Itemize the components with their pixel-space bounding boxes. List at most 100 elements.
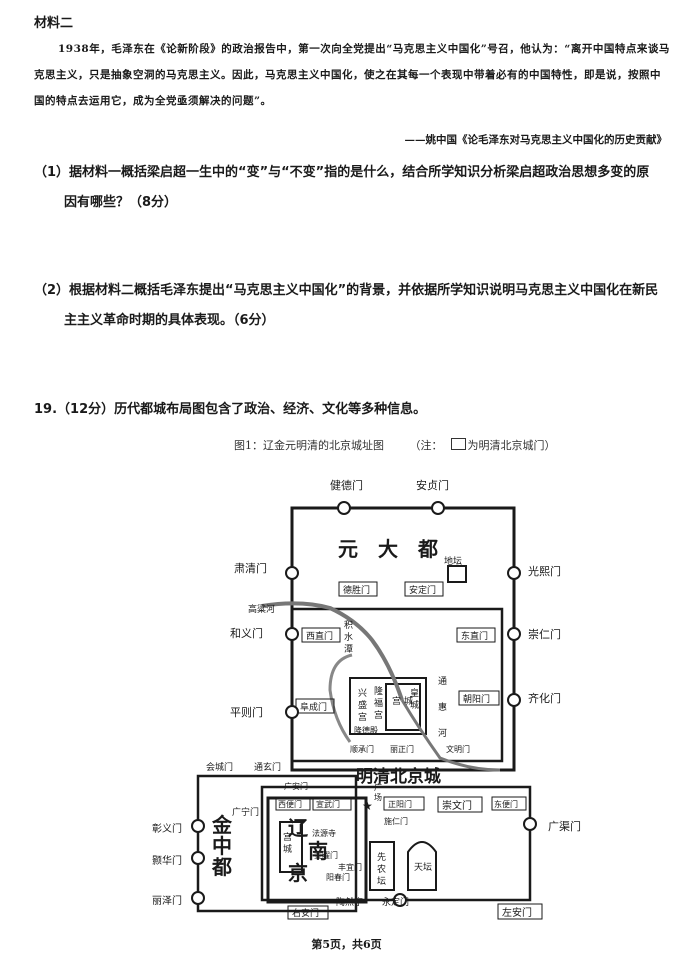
xingsheng-label-3: 宫 — [358, 711, 367, 723]
longde-hall-label: 隆德殿 — [354, 725, 378, 735]
pingze-gate-label: 平则门 — [230, 705, 263, 719]
gong-label-2: 城 — [283, 844, 292, 855]
question-19: 19.（12分）历代都城布局图包含了政治、经济、文化等多种信息。 — [34, 402, 427, 417]
chongren-gate-label: 崇仁门 — [528, 627, 561, 641]
yongding-gate-label: 永定门 — [382, 896, 409, 908]
desheng-gate-label: 德胜门 — [343, 584, 370, 596]
suqing-gate-label: 肃清门 — [234, 561, 267, 575]
chongwen-gate-box — [437, 796, 483, 813]
yangchun-gate-label: 阳春门 — [326, 872, 350, 882]
liao-name-2: 南 — [308, 839, 328, 863]
hanhua-gate-label: 颢华门 — [152, 854, 182, 867]
desheng-gate-box — [338, 581, 378, 597]
zuoan-gate-box — [497, 903, 543, 920]
tonghui-label-2: 惠 — [438, 701, 447, 713]
jishui-lake — [328, 653, 353, 743]
liao-palace — [279, 821, 303, 873]
guangan-gate-label: 广安门 — [284, 781, 308, 791]
liao-nanjing-wall — [266, 796, 368, 904]
qihua-gate-label: 齐化门 — [528, 691, 561, 705]
anding-gate-label: 安定门 — [409, 584, 436, 596]
lizheng-gate-label: 丽正门 — [390, 744, 414, 754]
longfu-label-1: 隆 — [374, 685, 383, 697]
map-caption: 图1：辽金元明清的北京城址图 （注：为明清北京城门） — [234, 437, 556, 453]
xingsheng-label-2: 盛 — [358, 699, 367, 711]
chongwen-gate-label: 崇文门 — [442, 799, 472, 812]
chaoyang-gate-label: 朝阳门 — [463, 693, 490, 705]
guangxi-gate-label: 光熙门 — [528, 564, 561, 578]
zhengyang-gate-label: 正阳门 — [388, 799, 412, 809]
chaoyang-gate-box — [458, 690, 500, 706]
liao-name-3: 京 — [288, 861, 308, 885]
xibian-gate-label: 西便门 — [278, 799, 302, 809]
question-2-line2: 主主义革命时期的具体表现。（6分） — [64, 313, 275, 328]
shiren-gate-label: 施仁门 — [384, 816, 408, 826]
fucheng-gate-box — [295, 698, 335, 714]
tiantan-label: 天坛 — [414, 862, 432, 873]
xiannong-label-3: 坛 — [377, 876, 386, 887]
material-text: 1938年，毛泽东在《论新阶段》的政治报告中，第一次向全党提出“马克思主义中国化… — [34, 43, 670, 107]
guangxi-gate-marker — [507, 566, 521, 580]
anzhen-gate-marker — [431, 501, 445, 515]
guangqu-gate-label: 广渠门 — [548, 819, 581, 833]
tiantan-altar — [407, 841, 437, 891]
hewen-gate-label: 和义门 — [230, 626, 263, 640]
lize-gate-label: 丽泽门 — [152, 894, 182, 907]
dongbian-gate-label: 东便门 — [494, 799, 518, 809]
taoran-pavilion-label: 陶然亭 — [336, 896, 363, 908]
liao-name-1: 辽 — [288, 816, 309, 840]
lize-gate-marker — [191, 891, 205, 905]
jiande-gate-marker — [337, 501, 351, 515]
tonghui-label-1: 通 — [438, 676, 447, 687]
question-2-line1: （2）根据材料二概括毛泽东提出“马克思主义中国化”的背景，并依据所学知识说明马克… — [34, 283, 659, 298]
question-1-line1: （1）据材料一概括梁启超一生中的“变”与“不变”指的是什么，结合所学知识分析梁启… — [34, 165, 650, 180]
ditan-label: 地坛 — [444, 555, 462, 567]
youan-gate-label: 右安门 — [292, 907, 319, 919]
fucheng-gate-label: 阜成门 — [300, 701, 327, 713]
yuan-dadu-name: 元 大 都 — [338, 537, 438, 561]
xiannong-label-2: 农 — [377, 863, 386, 875]
ming-inner-city-wall — [290, 607, 504, 763]
pingze-gate-marker — [285, 705, 299, 719]
material-paragraph: 1938年，毛泽东在《论新阶段》的政治报告中，第一次向全党提出“马克思主义中国化… — [34, 36, 670, 114]
jin-name-1: 金 — [211, 813, 233, 837]
guangchang-label-1: 广 — [374, 782, 382, 792]
page-footer: 第5页，共6页 — [311, 938, 382, 951]
qihua-gate-marker — [507, 693, 521, 707]
zhangyi-gate-marker — [191, 819, 205, 833]
tongxuan-gate-label: 通玄门 — [254, 761, 281, 773]
map-caption-title: 图1：辽金元明清的北京城址图 — [234, 439, 384, 452]
anding-gate-box — [404, 581, 444, 597]
question-2: （2）根据材料二概括毛泽东提出“马克思主义中国化”的背景，并依据所学知识说明马克… — [34, 276, 674, 336]
wenming-gate-label: 文明门 — [446, 744, 470, 754]
tonghui-river — [400, 699, 501, 772]
jishui-label-3: 潭 — [344, 644, 353, 655]
ming-qing-name: 明清北京城 — [356, 766, 441, 787]
xingsheng-label-1: 兴 — [358, 688, 367, 699]
dongzhi-gate-box — [456, 627, 496, 643]
palace-city — [385, 683, 421, 731]
zhengyang-gate-box — [383, 796, 425, 811]
huicheng-gate-label: 会城门 — [206, 761, 233, 773]
map-note-prefix: （注： — [409, 439, 443, 452]
jin-name-3: 都 — [211, 855, 232, 879]
gaoliang-river-label: 高粱河 — [248, 603, 275, 615]
guangchang-label-2: 场 — [374, 793, 382, 802]
jiande-gate-label: 健德门 — [330, 478, 363, 492]
youan-gate-box — [287, 905, 329, 920]
guangqu-gate-marker — [523, 817, 537, 831]
zuoan-gate-label: 左安门 — [502, 906, 532, 919]
dongzhi-gate-label: 东直门 — [461, 630, 488, 642]
gongcheng-label-2: 城 — [404, 696, 413, 707]
hewen-gate-marker — [285, 627, 299, 641]
gate-legend-box — [450, 438, 466, 450]
question-1: （1）据材料一概括梁启超一生中的“变”与“不变”指的是什么，结合所学知识分析梁启… — [34, 158, 674, 218]
guangning-gate-label: 广宁门 — [232, 806, 259, 818]
xibian-gate-box — [275, 796, 311, 811]
longfu-label-2: 福 — [374, 697, 383, 709]
material-source: ——姚中国《论毛泽东对马克思主义中国化的历史贡献》 — [404, 134, 668, 146]
xuanwu-gate-box — [312, 796, 352, 811]
zhangyi-gate-label: 彰义门 — [152, 822, 182, 835]
fayuan-temple-label: 法源寺 — [312, 828, 336, 838]
